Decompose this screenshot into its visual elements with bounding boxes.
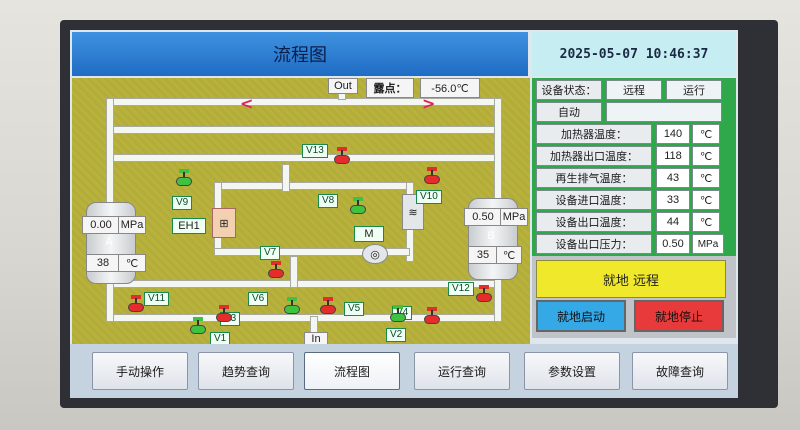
status-row-outlet-temp: 设备出口温度： 44 ℃ bbox=[536, 212, 732, 232]
valve-v11[interactable] bbox=[128, 295, 144, 312]
status-value: 140 bbox=[656, 124, 690, 144]
valve-v9-label: V9 bbox=[172, 196, 193, 210]
pipe-upper bbox=[106, 126, 502, 134]
valve-v1[interactable] bbox=[216, 305, 232, 322]
valve-v12-label: V12 bbox=[448, 282, 474, 296]
device-status-row: 设备状态： 远程 运行 bbox=[536, 80, 732, 100]
auto-row: 自动 bbox=[536, 102, 732, 122]
tower-a-label: A bbox=[105, 236, 113, 248]
flow-arrow-left: < bbox=[240, 94, 254, 113]
pipe-mid-vertical bbox=[290, 256, 298, 288]
pipe-left-vertical bbox=[106, 98, 114, 204]
valve-v4[interactable] bbox=[424, 307, 440, 324]
valve-v13[interactable] bbox=[334, 147, 350, 164]
pump-icon: ◎ bbox=[362, 244, 388, 264]
tower-a-temp-unit: ℃ bbox=[118, 254, 146, 272]
valve-v6[interactable] bbox=[284, 297, 300, 314]
nav-run-query[interactable]: 运行查询 bbox=[414, 352, 510, 390]
status-unit: ℃ bbox=[692, 168, 720, 188]
status-row-heater-temp: 加热器温度： 140 ℃ bbox=[536, 124, 732, 144]
status-label: 设备进口温度： bbox=[536, 190, 652, 210]
status-value: 33 bbox=[656, 190, 690, 210]
status-label: 加热器温度： bbox=[536, 124, 652, 144]
status-row-regen-exhaust-temp: 再生排气温度： 43 ℃ bbox=[536, 168, 732, 188]
local-stop-button[interactable]: 就地停止 bbox=[634, 300, 724, 332]
nav-trend-query[interactable]: 趋势查询 bbox=[198, 352, 294, 390]
heater-eh1-icon: ⊞ bbox=[212, 208, 236, 238]
valve-v10[interactable] bbox=[424, 167, 440, 184]
m-label: M bbox=[354, 226, 384, 242]
pipe-inner-mid bbox=[282, 164, 290, 192]
mode-run-indicator: 运行 bbox=[666, 80, 722, 100]
flow-arrow-right: > bbox=[422, 94, 436, 113]
status-unit: ℃ bbox=[692, 146, 720, 166]
status-label: 加热器出口温度： bbox=[536, 146, 652, 166]
process-diagram: < > Out 露点： -56.0℃ In A 0.00 MPa 38 ℃ B … bbox=[72, 78, 530, 346]
hmi-screen: 流程图 2025-05-07 10:46:37 < > Out 露点： -56.… bbox=[70, 30, 738, 398]
status-value: 118 bbox=[656, 146, 690, 166]
tower-a-temp: 38 bbox=[86, 254, 120, 272]
status-unit: ℃ bbox=[692, 124, 720, 144]
pipe-top bbox=[106, 98, 502, 106]
valve-v2-label: V2 bbox=[386, 328, 407, 342]
status-label: 设备出口压力： bbox=[536, 234, 652, 254]
dewpoint-label: 露点： bbox=[366, 78, 414, 98]
valve-v8-label: V8 bbox=[318, 194, 339, 208]
datetime-display: 2025-05-07 10:46:37 bbox=[532, 32, 736, 76]
status-row-heater-outlet-temp: 加热器出口温度： 118 ℃ bbox=[536, 146, 732, 166]
status-unit: MPa bbox=[692, 234, 724, 254]
status-unit: ℃ bbox=[692, 190, 720, 210]
tower-b-pressure-unit: MPa bbox=[500, 208, 528, 226]
status-label: 再生排气温度： bbox=[536, 168, 652, 188]
valve-v12[interactable] bbox=[476, 285, 492, 302]
dewpoint-value: -56.0℃ bbox=[420, 78, 480, 98]
pipe-right-vertical bbox=[494, 98, 502, 204]
tower-b-label: B bbox=[487, 230, 495, 242]
status-label: 设备出口温度： bbox=[536, 212, 652, 232]
valve-v9[interactable] bbox=[176, 169, 192, 186]
valve-v6-label: V6 bbox=[248, 292, 269, 306]
auto-status-blank bbox=[606, 102, 722, 122]
tower-a-pressure: 0.00 bbox=[82, 216, 120, 234]
status-unit: ℃ bbox=[692, 212, 720, 232]
nav-fault-query[interactable]: 故障查询 bbox=[632, 352, 728, 390]
pipe-inner-bottom bbox=[214, 248, 410, 256]
local-start-button[interactable]: 就地启动 bbox=[536, 300, 626, 332]
device-status-label: 设备状态： bbox=[536, 80, 602, 100]
valve-v7-label: V7 bbox=[260, 246, 281, 260]
status-row-inlet-temp: 设备进口温度： 33 ℃ bbox=[536, 190, 732, 210]
status-panel: 设备状态： 远程 运行 自动 加热器温度： 140 ℃ 加热器出口温度： 118… bbox=[532, 78, 736, 264]
control-area: 就地 远程 就地启动 就地停止 bbox=[532, 256, 736, 338]
valve-v2[interactable] bbox=[390, 305, 406, 322]
local-remote-toggle[interactable]: 就地 远程 bbox=[536, 260, 726, 298]
valve-v8[interactable] bbox=[350, 197, 366, 214]
valve-v5[interactable] bbox=[320, 297, 336, 314]
status-value: 0.50 bbox=[656, 234, 690, 254]
valve-v13-label: V13 bbox=[302, 144, 328, 158]
pipe-inner-top bbox=[214, 182, 410, 190]
status-value: 44 bbox=[656, 212, 690, 232]
tower-a-pressure-unit: MPa bbox=[118, 216, 146, 234]
nav-flow-chart[interactable]: 流程图 bbox=[304, 352, 400, 390]
valve-v11-label: V11 bbox=[144, 292, 170, 306]
mode-auto-indicator: 自动 bbox=[536, 102, 602, 122]
nav-parameter-settings[interactable]: 参数设置 bbox=[524, 352, 620, 390]
tower-b-temp-unit: ℃ bbox=[496, 246, 522, 264]
valve-v3[interactable] bbox=[190, 317, 206, 334]
tower-b-pressure: 0.50 bbox=[464, 208, 502, 226]
out-label: Out bbox=[328, 78, 358, 94]
pipe-lower bbox=[106, 280, 502, 288]
valve-v5-label: V5 bbox=[344, 302, 365, 316]
valve-v10-label: V10 bbox=[416, 190, 442, 204]
mode-remote-indicator: 远程 bbox=[606, 80, 662, 100]
heater-eh1-label: EH1 bbox=[172, 218, 206, 234]
page-title: 流程图 bbox=[72, 32, 528, 76]
tower-b-temp: 35 bbox=[468, 246, 498, 264]
pipe-bottom bbox=[106, 314, 502, 322]
nav-manual-operation[interactable]: 手动操作 bbox=[92, 352, 188, 390]
status-value: 43 bbox=[656, 168, 690, 188]
status-row-outlet-pressure: 设备出口压力： 0.50 MPa bbox=[536, 234, 732, 254]
valve-v7[interactable] bbox=[268, 261, 284, 278]
bottom-nav: 手动操作 趋势查询 流程图 运行查询 参数设置 故障查询 bbox=[70, 344, 738, 398]
